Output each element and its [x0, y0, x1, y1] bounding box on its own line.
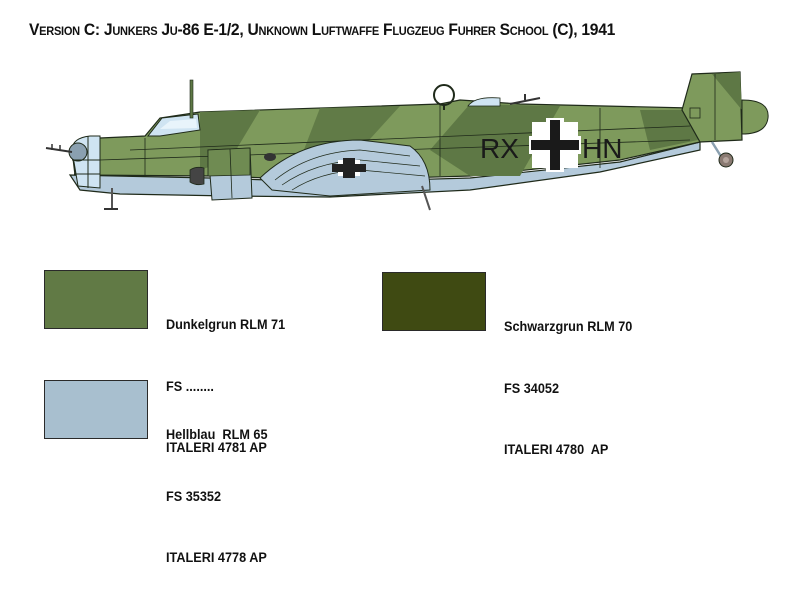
color-name: Hellblau RLM 65 — [166, 427, 268, 442]
fuselage-code-right: HN — [582, 133, 622, 164]
color-italeri-code: ITALERI 4780 AP — [504, 442, 609, 457]
color-swatch-dunkelgrun: Dunkelgrun RLM 71 FS ........ ITALERI 47… — [44, 270, 293, 500]
color-italeri-code: ITALERI 4781 AP — [166, 440, 267, 455]
color-name: Dunkelgrun RLM 71 — [166, 317, 286, 332]
swatch-chip — [44, 270, 148, 329]
color-name: Schwarzgrun RLM 70 — [504, 319, 633, 334]
color-fs-code: FS 34052 — [504, 380, 560, 396]
aircraft-profile-illustration: RX HN — [45, 71, 769, 211]
page-title: Version C: Junkers Ju-86 E-1/2, Unknown … — [29, 20, 616, 39]
color-swatch-hellblau: Hellblau RLM 65 FS 35352 ITALERI 4778 AP — [44, 380, 274, 610]
fuselage-code-left: RX — [480, 133, 519, 164]
color-fs-code: FS ........ — [166, 378, 214, 394]
color-italeri-code: ITALERI 4778 AP — [166, 550, 267, 565]
swatch-chip — [44, 380, 148, 439]
color-fs-code: FS 35352 — [166, 488, 222, 504]
balkenkreuz-icon — [529, 118, 581, 172]
swatch-chip — [382, 272, 486, 331]
color-swatch-schwarzgrun: Schwarzgrun RLM 70 FS 34052 ITALERI 4780… — [382, 272, 641, 502]
